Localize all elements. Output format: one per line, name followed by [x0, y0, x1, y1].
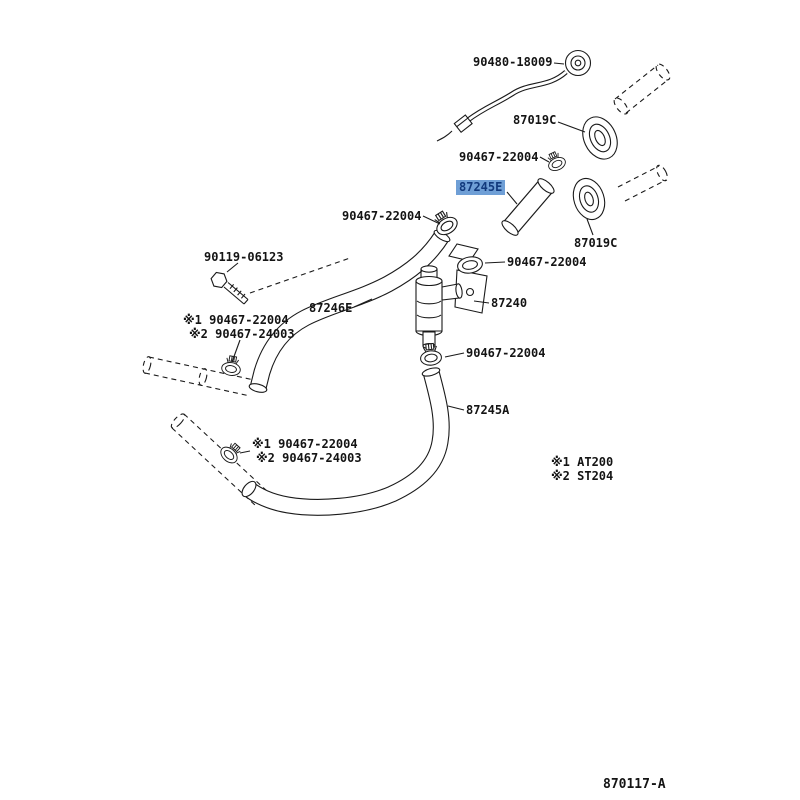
part-label-ref1-90467-22004-b[interactable]: ※1 90467-22004: [252, 437, 358, 451]
bolt-90119-drawing: [210, 271, 249, 305]
leader-lines: [226, 62, 594, 454]
reference-pipe-mid-right: [617, 164, 668, 202]
part-label-90467-22004-top[interactable]: 90467-22004: [459, 150, 539, 164]
part-label-ref2-90467-24003[interactable]: ※2 90467-24003: [189, 327, 295, 341]
diagram-id: 870117-A: [603, 777, 666, 792]
legend-line-2: ※2 ST204: [551, 469, 614, 483]
legend: ※1 AT200 ※2 ST204: [551, 455, 613, 483]
part-label-87019c-top[interactable]: 87019C: [513, 113, 557, 127]
grommet-90480-drawing: [564, 49, 592, 77]
part-label-ref1-90467-22004[interactable]: ※1 90467-22004: [183, 313, 289, 327]
part-label-90119-06123[interactable]: 90119-06123: [204, 250, 284, 264]
part-label-90467-22004-lower[interactable]: 90467-22004: [466, 346, 546, 360]
part-label-ref2-90467-24003-b[interactable]: ※2 90467-24003: [256, 451, 362, 465]
hose-87245a-drawing: [241, 367, 450, 516]
part-label-87245e-selected[interactable]: 87245E: [456, 180, 506, 195]
water-valve-87240-drawing: [415, 243, 488, 350]
hose-87245e-drawing: [501, 178, 555, 236]
part-label-90467-22004-mid[interactable]: 90467-22004: [342, 209, 422, 223]
reference-pipe-top-right: [613, 63, 671, 115]
part-label-90467-22004-valve[interactable]: 90467-22004: [507, 255, 587, 269]
legend-line-1: ※1 AT200: [551, 455, 614, 469]
part-label-87240[interactable]: 87240: [491, 296, 528, 310]
part-label-90480-18009[interactable]: 90480-18009: [473, 55, 553, 69]
ring-87019c-top-drawing: [582, 116, 618, 160]
hose-87246e-drawing: [248, 229, 451, 393]
part-label-87246e[interactable]: 87246E: [309, 301, 353, 315]
ring-87019c-mid-drawing: [572, 177, 606, 221]
reference-pipe-left: [142, 356, 255, 397]
cable-90480-drawing: [436, 70, 568, 142]
part-label-87019c-mid[interactable]: 87019C: [574, 236, 618, 250]
part-label-87245a[interactable]: 87245A: [466, 403, 510, 417]
